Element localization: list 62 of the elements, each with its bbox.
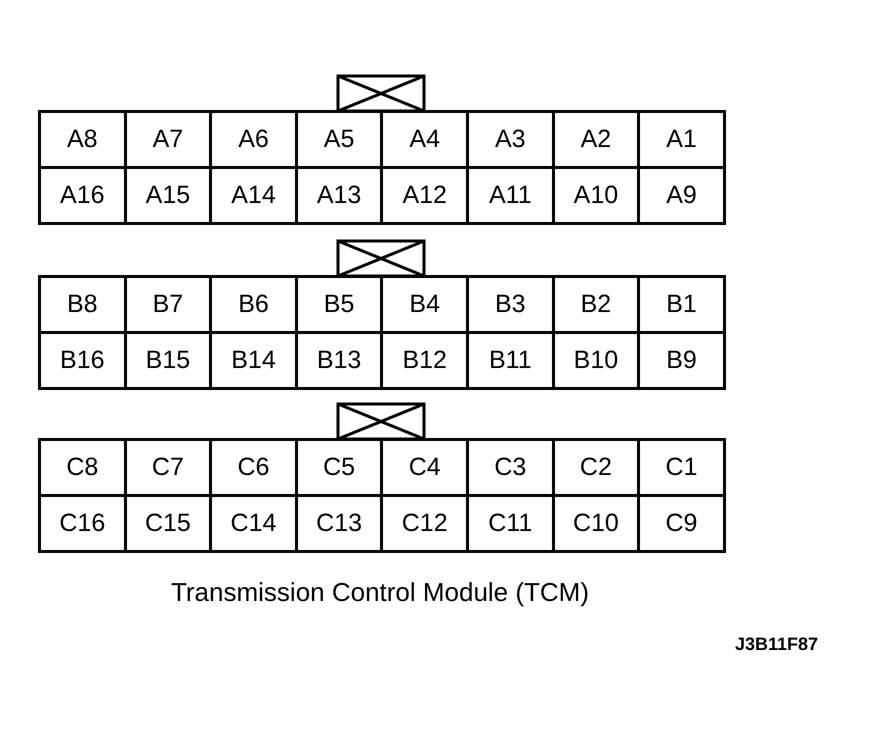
pin-label: C7	[152, 453, 184, 482]
pin-cell	[637, 438, 726, 497]
pin-cell	[38, 275, 127, 334]
pin-label: B3	[495, 290, 526, 319]
pin-cell	[38, 110, 127, 169]
pin-label: B10	[574, 346, 618, 375]
pin-label: A11	[488, 181, 532, 210]
pin-label: B5	[324, 290, 354, 319]
pin-label: C5	[323, 453, 356, 482]
pin-label: C13	[316, 509, 362, 538]
pin-label: C9	[666, 509, 698, 538]
figure-code: J3B11F87	[735, 634, 818, 655]
pin-label: C11	[488, 509, 532, 538]
pin-label: B16	[60, 346, 105, 375]
pin-label: C15	[144, 509, 191, 538]
pin-label: B15	[146, 346, 190, 375]
pin-cell	[38, 438, 127, 497]
pin-label: B14	[231, 346, 276, 375]
pin-cell	[38, 494, 127, 553]
pin-label: A15	[146, 181, 190, 210]
pin-label: B4	[409, 290, 440, 319]
pin-cell	[637, 331, 726, 390]
pin-label: A10	[574, 181, 618, 210]
pin-label: B6	[238, 290, 269, 319]
pin-label: A9	[666, 181, 697, 210]
pin-label: C12	[402, 509, 448, 538]
pin-label: A8	[67, 125, 98, 154]
pin-label: A1	[666, 125, 697, 154]
pin-label: B1	[666, 290, 697, 319]
pin-label: B8	[67, 290, 98, 319]
pin-label: B12	[402, 346, 447, 375]
pin-cell	[637, 275, 726, 334]
pin-label: C16	[59, 509, 106, 538]
pin-label: C6	[238, 453, 270, 482]
pin-label: A12	[402, 181, 447, 210]
pin-label: A5	[324, 125, 354, 154]
pin-label: C8	[66, 453, 98, 482]
pin-label: A4	[409, 125, 440, 154]
pin-label: A2	[580, 125, 612, 154]
pin-label: C14	[230, 509, 276, 538]
pin-label: B7	[152, 290, 184, 319]
pin-label: C1	[666, 453, 698, 482]
pin-label: B13	[316, 346, 362, 375]
pin-cell	[637, 494, 726, 553]
caption: Transmission Control Module (TCM)	[170, 576, 590, 608]
pin-label: C2	[580, 453, 612, 482]
pin-label: A6	[238, 125, 269, 154]
pin-cell	[637, 166, 726, 225]
pin-label: B11	[488, 346, 532, 375]
pin-label: A13	[316, 181, 362, 210]
pin-label: C10	[572, 509, 619, 538]
pin-label: B9	[666, 346, 697, 375]
pin-label: C4	[408, 453, 441, 482]
pin-cell	[38, 331, 127, 390]
pin-label: B2	[580, 290, 612, 319]
pin-label: A3	[495, 125, 526, 154]
pin-label: A14	[231, 181, 276, 210]
pin-label: A16	[60, 181, 105, 210]
pin-label: A7	[152, 125, 184, 154]
pin-cell	[38, 166, 127, 225]
pin-label: C3	[494, 453, 526, 482]
pin-cell	[637, 110, 726, 169]
